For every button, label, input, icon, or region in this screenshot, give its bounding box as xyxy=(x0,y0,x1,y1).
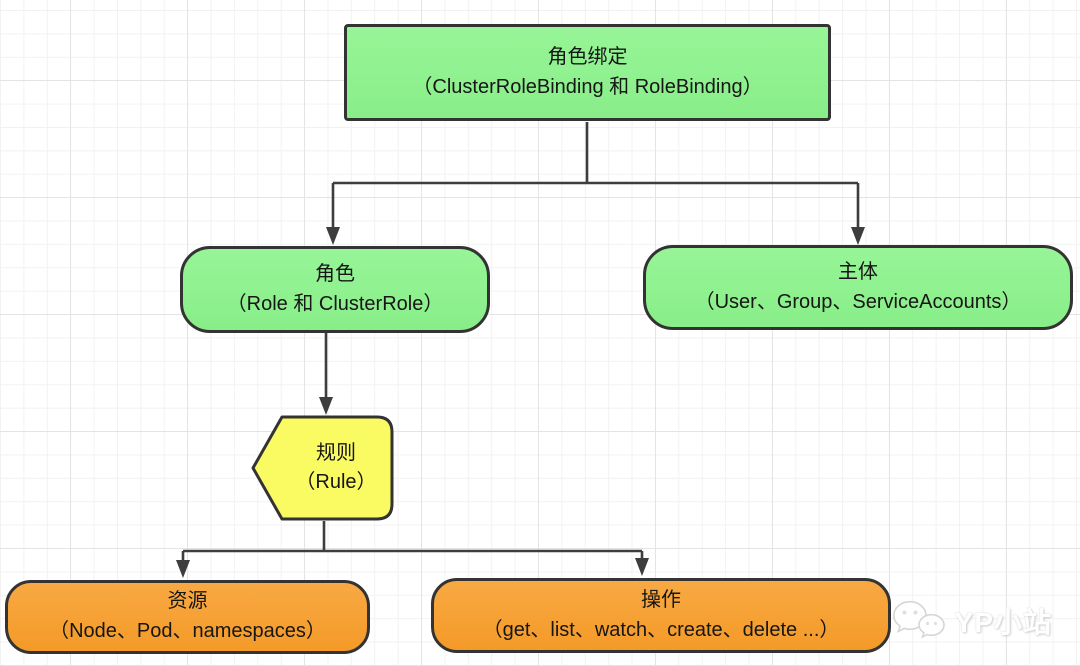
arrowhead-to-action xyxy=(635,558,649,576)
arrowhead-to-resource xyxy=(176,560,190,578)
arrowhead-to-rule xyxy=(319,397,333,415)
node-resource-title: 资源 xyxy=(167,590,208,613)
edge-rule-split xyxy=(181,521,644,561)
arrowhead-to-subject xyxy=(851,227,865,245)
node-role-binding-subtitle: （ClusterRoleBinding 和 RoleBinding） xyxy=(412,75,763,98)
node-role-binding: 角色绑定 （ClusterRoleBinding 和 RoleBinding） xyxy=(344,24,831,121)
watermark-label: YP小站 xyxy=(954,607,1052,638)
node-subject: 主体 （User、Group、ServiceAccounts） xyxy=(643,245,1073,330)
node-subject-title: 主体 xyxy=(838,260,878,283)
node-resource-subtitle: （Node、Pod、namespaces） xyxy=(49,620,326,642)
node-rule: 规则 （Rule） xyxy=(250,414,396,522)
arrowhead-to-role xyxy=(326,227,340,245)
node-resource: 资源 （Node、Pod、namespaces） xyxy=(5,580,370,654)
node-role-title: 角色 xyxy=(315,262,355,285)
watermark: YP小站 xyxy=(892,600,1052,642)
edge-rolebinding-split xyxy=(331,122,860,229)
node-rule-title: 规则 xyxy=(316,442,356,464)
node-subject-subtitle: （User、Group、ServiceAccounts） xyxy=(694,290,1022,313)
node-action-subtitle: （get、list、watch、create、delete ...） xyxy=(482,618,840,641)
node-rule-subtitle: （Rule） xyxy=(295,471,377,493)
rule-pentagon-shape xyxy=(251,415,394,521)
node-role-subtitle: （Role 和 ClusterRole） xyxy=(226,292,444,315)
wechat-icon xyxy=(892,600,945,639)
node-role-binding-title: 角色绑定 xyxy=(547,45,628,68)
node-action-title: 操作 xyxy=(641,588,681,611)
node-action: 操作 （get、list、watch、create、delete ...） xyxy=(431,578,891,653)
node-role: 角色 （Role 和 ClusterRole） xyxy=(180,246,490,333)
